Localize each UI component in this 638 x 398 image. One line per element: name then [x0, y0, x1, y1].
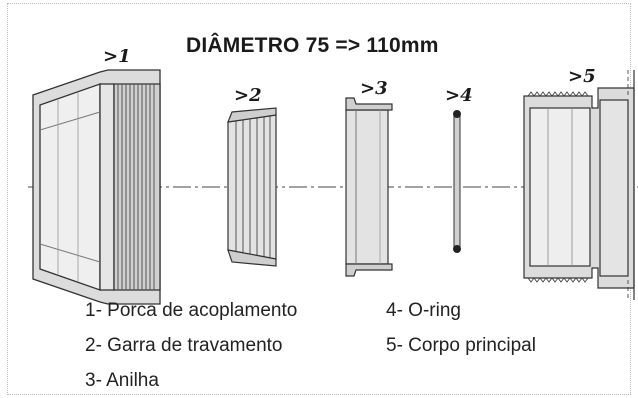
legend-item-coupling-nut: 1- Porca de acoplamento: [85, 300, 298, 321]
part-label-3: >3: [360, 78, 388, 99]
legend-item-locking-claw: 2- Garra de travamento: [85, 335, 283, 356]
legend-item-washer: 3- Anilha: [85, 370, 159, 391]
part-label-4: >4: [445, 85, 473, 106]
part-4-o-ring: [453, 110, 461, 253]
legend-item-o-ring: 4- O-ring: [386, 300, 461, 321]
part-label-5: >5: [568, 66, 596, 87]
part-3-washer: [345, 97, 393, 277]
diagram-title: DIÂMETRO 75 => 110mm: [186, 34, 439, 57]
part-2-locking-claw: [227, 107, 277, 267]
legend-item-main-body: 5- Corpo principal: [386, 335, 536, 356]
part-5-main-body: [523, 70, 635, 300]
part-1-coupling-nut: [32, 69, 161, 305]
part-label-1: >1: [103, 46, 131, 67]
part-label-2: >2: [234, 85, 262, 106]
